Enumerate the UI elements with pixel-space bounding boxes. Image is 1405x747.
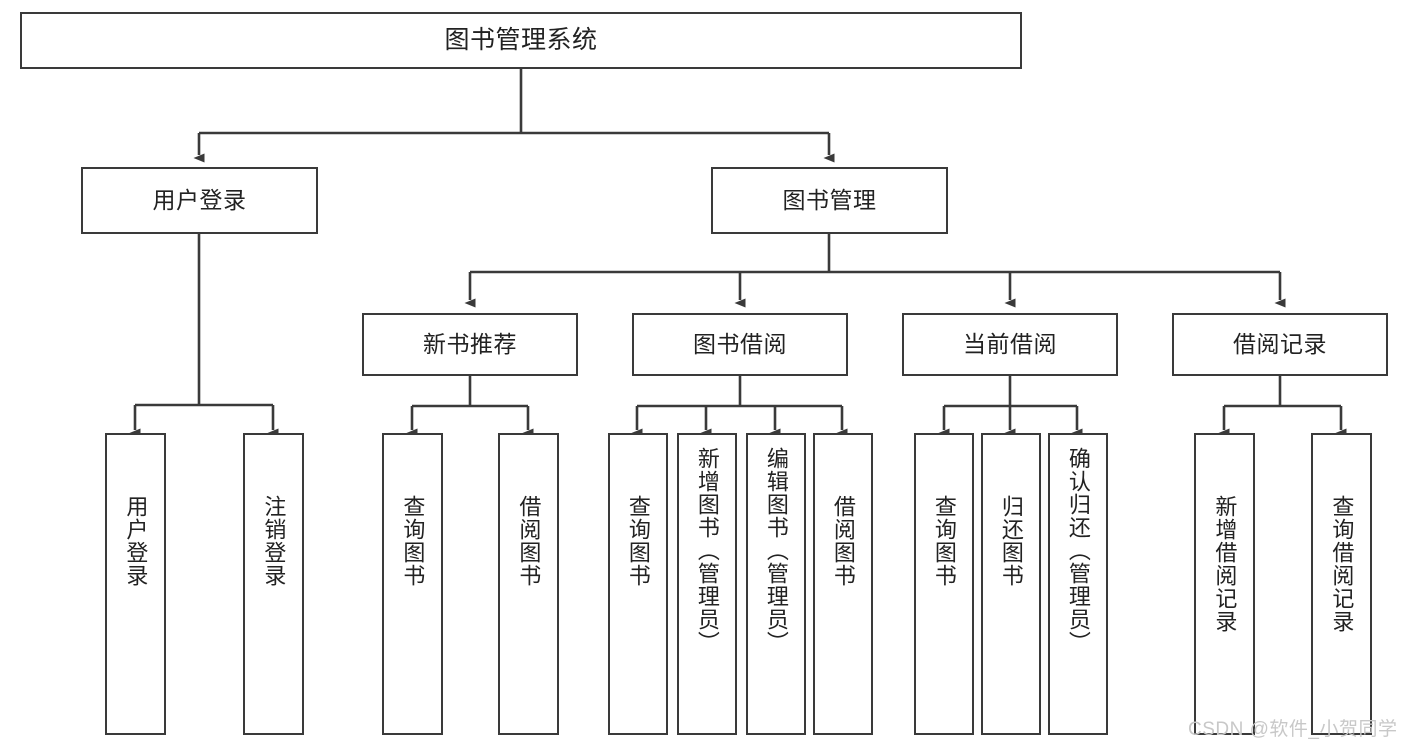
leaf-return-book[interactable]: 归还图书 xyxy=(981,433,1041,735)
leaf-borrow-book-1-label: 借阅图书 xyxy=(516,495,542,587)
leaf-add-record[interactable]: 新增借阅记录 xyxy=(1194,433,1255,735)
leaf-query-book-2[interactable]: 查询图书 xyxy=(608,433,668,735)
node-book-borrow[interactable]: 图书借阅 xyxy=(632,313,848,376)
leaf-query-record[interactable]: 查询借阅记录 xyxy=(1311,433,1372,735)
leaf-add-book-label: 新增图书（管理员） xyxy=(694,447,720,654)
node-root[interactable]: 图书管理系统 xyxy=(20,12,1022,69)
leaf-borrow-book-1[interactable]: 借阅图书 xyxy=(498,433,559,735)
node-book-manage[interactable]: 图书管理 xyxy=(711,167,948,234)
leaf-user-logout-label: 注销登录 xyxy=(261,495,287,587)
leaf-query-record-label: 查询借阅记录 xyxy=(1329,495,1355,633)
node-new-book-recommend-label: 新书推荐 xyxy=(423,330,517,357)
leaf-edit-book[interactable]: 编辑图书（管理员） xyxy=(746,433,806,735)
leaf-add-record-label: 新增借阅记录 xyxy=(1212,495,1238,633)
watermark: CSDN @软件_小贺同学 xyxy=(1188,719,1398,740)
leaf-query-book-1[interactable]: 查询图书 xyxy=(382,433,443,735)
node-book-borrow-label: 图书借阅 xyxy=(693,330,787,357)
leaf-query-book-2-label: 查询图书 xyxy=(625,495,651,587)
leaf-return-book-label: 归还图书 xyxy=(998,495,1024,587)
leaf-confirm-return-label: 确认归还（管理员） xyxy=(1065,447,1091,654)
leaf-edit-book-label: 编辑图书（管理员） xyxy=(763,447,789,654)
node-user-login[interactable]: 用户登录 xyxy=(81,167,318,234)
leaf-borrow-book-2-label: 借阅图书 xyxy=(830,495,856,587)
node-root-label: 图书管理系统 xyxy=(444,25,598,54)
leaf-query-book-3-label: 查询图书 xyxy=(931,495,957,587)
node-current-borrow-label: 当前借阅 xyxy=(963,330,1057,357)
leaf-query-book-3[interactable]: 查询图书 xyxy=(914,433,974,735)
node-borrow-record[interactable]: 借阅记录 xyxy=(1172,313,1388,376)
node-current-borrow[interactable]: 当前借阅 xyxy=(902,313,1118,376)
node-book-manage-label: 图书管理 xyxy=(782,186,877,213)
leaf-query-book-1-label: 查询图书 xyxy=(400,495,426,587)
leaf-borrow-book-2[interactable]: 借阅图书 xyxy=(813,433,873,735)
node-new-book-recommend[interactable]: 新书推荐 xyxy=(362,313,578,376)
leaf-confirm-return[interactable]: 确认归还（管理员） xyxy=(1048,433,1108,735)
leaf-user-login[interactable]: 用户登录 xyxy=(105,433,166,735)
node-user-login-label: 用户登录 xyxy=(152,186,247,213)
node-borrow-record-label: 借阅记录 xyxy=(1233,330,1327,357)
leaf-user-login-label: 用户登录 xyxy=(123,495,149,587)
leaf-user-logout[interactable]: 注销登录 xyxy=(243,433,304,735)
leaf-add-book[interactable]: 新增图书（管理员） xyxy=(677,433,737,735)
